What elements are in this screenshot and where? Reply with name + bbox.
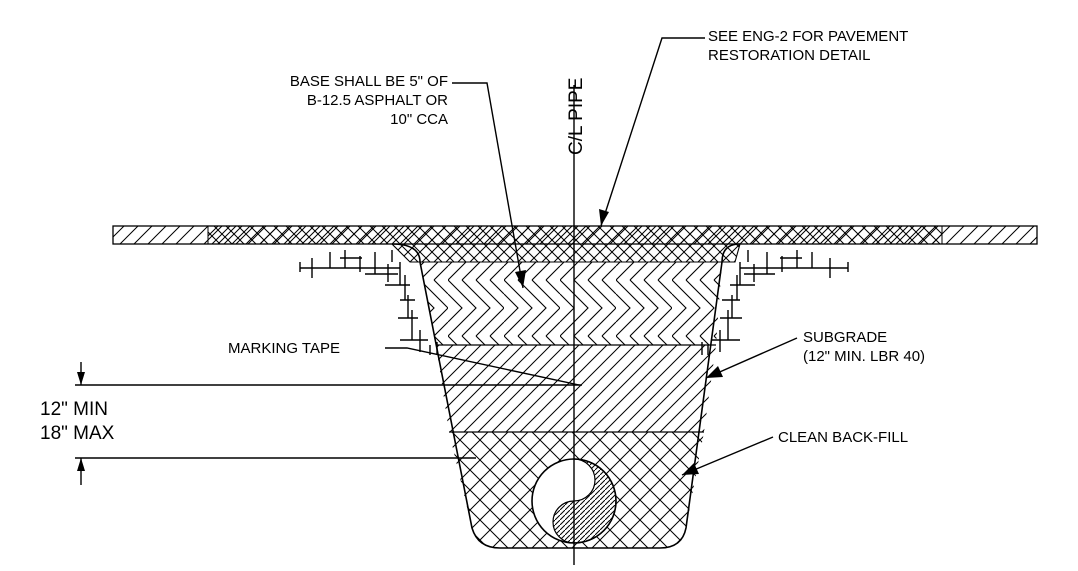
backfill-arrowhead xyxy=(682,463,699,475)
base-course-zone xyxy=(420,262,722,345)
subgrade-line-1: SUBGRADE xyxy=(803,329,888,346)
base-leader xyxy=(452,82,524,289)
pipe xyxy=(531,458,617,544)
pavement-arrowhead xyxy=(599,209,609,226)
pavement-note-line-2: RESTORATION DETAIL xyxy=(708,47,871,64)
marking-tape-label: MARKING TAPE xyxy=(228,340,340,357)
arrowheads xyxy=(515,209,723,475)
pavement-layer xyxy=(112,225,1038,245)
centerline-label: C/L PIPE xyxy=(566,77,587,155)
depth-max: 18" MAX xyxy=(40,423,115,444)
depth-dimension xyxy=(75,362,582,485)
depth-min: 12" MIN xyxy=(40,399,108,420)
subgrade-arrowhead xyxy=(706,366,723,378)
pavement-leader xyxy=(600,37,705,227)
marking-tape-leader xyxy=(385,347,580,386)
subgrade-leader xyxy=(705,337,798,379)
subgrade-line-2: (12" MIN. LBR 40) xyxy=(803,348,926,365)
base-note-line-1: BASE SHALL BE 5" OF xyxy=(289,73,448,90)
backfill-leader xyxy=(681,436,774,476)
base-note-line-3: 10" CCA xyxy=(390,111,448,128)
trench-outline xyxy=(391,243,741,549)
base-arrowhead xyxy=(515,270,526,288)
backfill-label: CLEAN BACK-FILL xyxy=(778,429,909,446)
pavement-restoration-band xyxy=(390,243,741,263)
backfill-zone xyxy=(436,345,716,432)
leader-lines xyxy=(385,37,798,476)
depth-arrowheads xyxy=(77,372,85,471)
pavement-note: SEE ENG-2 FOR PAVEMENT RESTORATION DETAI… xyxy=(708,27,908,65)
base-note-line-2: B-12.5 ASPHALT OR xyxy=(306,92,448,109)
pavement-note-line-1: SEE ENG-2 FOR PAVEMENT xyxy=(708,28,909,45)
base-note: BASE SHALL BE 5" OF B-12.5 ASPHALT OR 10… xyxy=(226,72,448,129)
depth-label: 12" MIN 18" MAX xyxy=(40,398,114,446)
subgrade-label: SUBGRADE (12" MIN. LBR 40) xyxy=(803,328,925,366)
